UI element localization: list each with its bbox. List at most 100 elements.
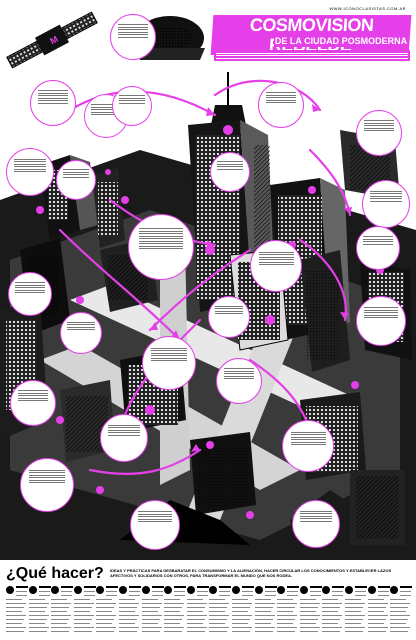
action-text-line (332, 591, 344, 592)
action-text-line (164, 627, 185, 628)
action-icon (345, 586, 353, 594)
action-text-line (73, 631, 92, 632)
action-text-line (186, 619, 205, 620)
action-text-line (277, 599, 294, 600)
action-text-line (164, 615, 185, 616)
action-text-line (242, 591, 253, 592)
action-heading (309, 586, 322, 588)
action-text-line (51, 627, 72, 628)
action-text-line (28, 627, 49, 628)
action-text-line (390, 599, 407, 600)
action-text-line (209, 623, 226, 624)
action-text-line (390, 615, 411, 616)
action-text-line (28, 615, 49, 616)
action-text-line (232, 627, 252, 628)
action-text-line (28, 603, 49, 604)
action-text-line (151, 595, 163, 596)
action-text-line (186, 599, 203, 600)
annotation-bubble (282, 420, 334, 472)
action-item (345, 586, 367, 638)
action-text-line (322, 611, 339, 612)
action-text-line (232, 623, 248, 624)
poster-subtitle: DE LA CIUDAD POSMODERNA (274, 36, 408, 47)
annotation-bubble (100, 414, 148, 462)
action-text-line (232, 615, 252, 616)
action-text-line (400, 591, 412, 592)
action-text-line (322, 631, 341, 632)
satellite-icon: M (6, 11, 98, 69)
action-item (73, 586, 96, 638)
action-text-line (322, 627, 343, 628)
action-text-line (299, 607, 318, 608)
action-item (119, 586, 141, 638)
action-text-line (174, 595, 186, 596)
action-text-line (277, 607, 296, 608)
action-text-line (119, 623, 135, 624)
action-text-line (254, 607, 273, 608)
action-text-line (83, 595, 95, 596)
annotation-bubble (292, 500, 340, 548)
action-icon (367, 586, 376, 594)
action-text-line (119, 607, 137, 608)
action-text-line (83, 591, 95, 592)
action-text-line (367, 619, 386, 620)
action-text-line (186, 627, 207, 628)
action-text-line (367, 615, 388, 616)
action-text-line (164, 607, 183, 608)
action-text-line (186, 607, 205, 608)
action-item (254, 586, 277, 638)
action-text-line (28, 599, 45, 600)
annotation-bubble (6, 148, 54, 196)
annotation-bubble (110, 14, 156, 60)
action-text-line (355, 595, 366, 596)
action-icon (299, 586, 308, 594)
action-text-line (242, 595, 253, 596)
action-text-line (73, 623, 90, 624)
action-text-line (129, 591, 140, 592)
action-text-line (28, 623, 45, 624)
action-text-line (28, 631, 47, 632)
action-item (6, 586, 28, 638)
action-text-line (51, 631, 70, 632)
action-text-line (299, 619, 318, 620)
action-text-line (277, 603, 298, 604)
action-text-line (96, 615, 117, 616)
annotation-bubble (356, 226, 400, 270)
action-text-line (141, 603, 162, 604)
action-text-line (209, 611, 226, 612)
action-text-line (96, 603, 117, 604)
action-text-line (96, 619, 115, 620)
action-text-line (73, 603, 94, 604)
action-text-line (6, 615, 26, 616)
action-text-line (367, 627, 388, 628)
annotation-bubble (356, 296, 406, 346)
annotation-bubble (30, 80, 76, 126)
action-text-line (119, 611, 135, 612)
action-heading (38, 586, 51, 588)
action-text-line (51, 619, 70, 620)
action-text-line (254, 599, 271, 600)
action-text-line (232, 607, 250, 608)
action-text-line (141, 607, 160, 608)
action-text-line (174, 591, 186, 592)
action-text-line (232, 599, 248, 600)
action-text-line (345, 611, 361, 612)
action-text-line (96, 611, 113, 612)
action-text-line (51, 615, 72, 616)
action-text-line (367, 623, 384, 624)
action-text-line (61, 595, 73, 596)
action-text-line (232, 603, 252, 604)
action-text-line (73, 607, 92, 608)
action-text-line (96, 599, 113, 600)
action-item (367, 586, 390, 638)
annotation-bubble (362, 180, 410, 228)
action-icon (73, 586, 82, 594)
action-text-line (345, 623, 361, 624)
action-text-line (73, 627, 94, 628)
action-item (164, 586, 187, 638)
action-item (277, 586, 300, 638)
action-text-line (28, 611, 45, 612)
action-text-line (322, 603, 343, 604)
action-text-line (16, 591, 27, 592)
action-item (209, 586, 232, 638)
